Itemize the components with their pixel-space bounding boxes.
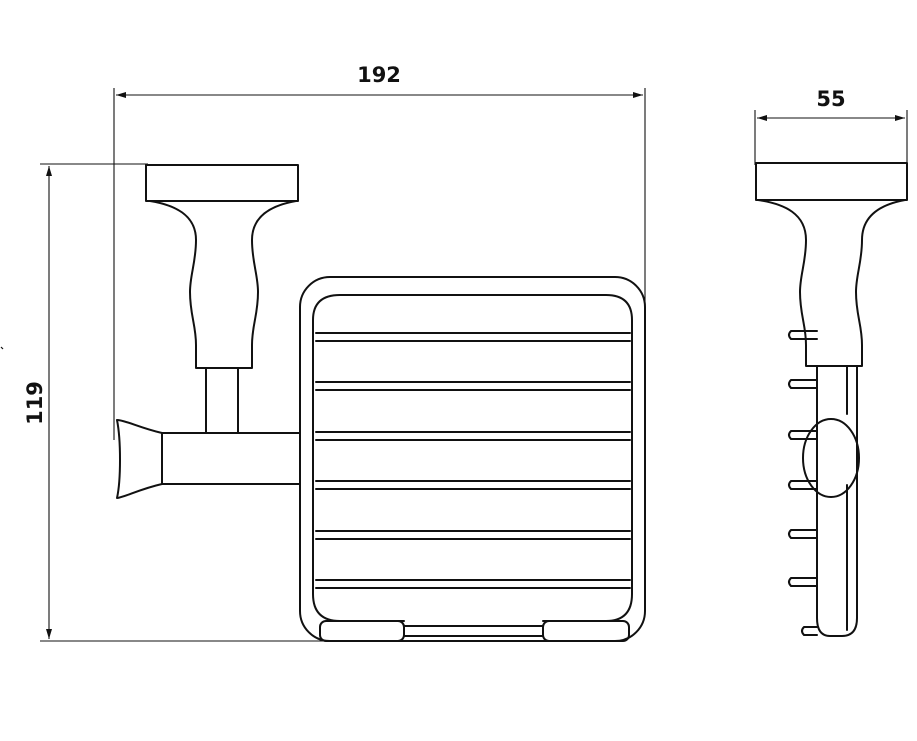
- side-mount-plate: [755, 162, 908, 201]
- side-frame: [816, 365, 858, 637]
- dimension-height-label: 119: [23, 381, 47, 425]
- dimension-height: 119: [23, 163, 405, 642]
- front-arm: [161, 432, 301, 485]
- margin-mark: [0, 346, 4, 350]
- dimension-depth-label: 55: [816, 87, 845, 111]
- side-prongs: [788, 330, 818, 636]
- dimension-width-label: 192: [357, 63, 401, 87]
- front-end-cap: [116, 419, 163, 499]
- basket-inner-frame: [312, 294, 633, 622]
- front-mount-plate: [145, 164, 299, 202]
- front-post: [149, 200, 297, 369]
- dimension-width: 192: [113, 63, 646, 440]
- side-post: [757, 199, 906, 367]
- dimension-depth: 55: [754, 87, 908, 165]
- side-view: [755, 162, 908, 637]
- front-view: [116, 164, 646, 642]
- basket-outer-frame: [299, 276, 646, 642]
- side-knob: [802, 418, 860, 498]
- basket-feet: [319, 620, 630, 642]
- basket-wires: [315, 332, 631, 589]
